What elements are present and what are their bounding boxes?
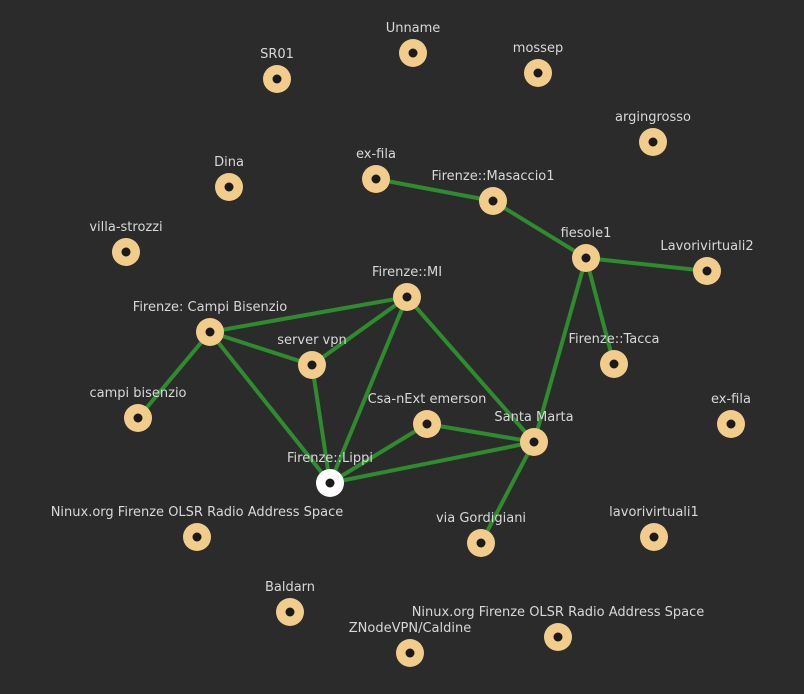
node-label: Ninux.org Firenze OLSR Radio Address Spa…: [412, 605, 705, 620]
node-center-dot: [272, 74, 282, 84]
node-center-dot: [402, 292, 412, 302]
node-label: Firenze: Campi Bisenzio: [133, 300, 287, 315]
node-znodevpn-caldine[interactable]: ZNodeVPN/Caldine: [349, 621, 471, 667]
node-villa-strozzi[interactable]: villa-strozzi: [89, 220, 163, 266]
node-label: Dina: [214, 155, 244, 170]
node-mossep[interactable]: mossep: [513, 41, 563, 87]
node-lippi[interactable]: Firenze::Lippi: [287, 451, 373, 497]
node-center-dot: [405, 648, 415, 658]
edge-fiesole1-santa-marta: [532, 256, 588, 444]
edge-csa-next-emerson-lippi: [328, 422, 429, 485]
node-unname[interactable]: Unname: [386, 21, 441, 67]
node-ex-fila-right[interactable]: ex-fila: [711, 392, 751, 438]
node-firenze-mi[interactable]: Firenze::MI: [372, 265, 442, 311]
node-center-dot: [192, 532, 202, 542]
node-center-dot: [307, 360, 317, 370]
node-argingrosso[interactable]: argingrosso: [615, 110, 691, 156]
node-label: villa-strozzi: [89, 220, 162, 235]
node-center-dot: [529, 437, 539, 447]
node-ninux-left[interactable]: Ninux.org Firenze OLSR Radio Address Spa…: [51, 505, 344, 551]
node-label: Baldarn: [265, 580, 315, 595]
node-label: Lavorivirtuali2: [660, 239, 753, 254]
node-label: Firenze::Masaccio1: [431, 169, 554, 184]
edge-fiesole1-tacca: [584, 256, 616, 366]
node-center-dot: [224, 182, 234, 192]
node-label: via Gordigiani: [436, 511, 526, 526]
node-campi-bisenzio[interactable]: campi bisenzio: [89, 386, 187, 432]
edge-server-vpn-lippi: [310, 363, 332, 485]
edge-firenze-mi-lippi: [328, 295, 409, 485]
node-center-dot: [649, 532, 659, 542]
node-dina[interactable]: Dina: [214, 155, 244, 201]
node-label: lavorivirtuali1: [609, 505, 699, 520]
node-lavorivirtuali1[interactable]: lavorivirtuali1: [609, 505, 699, 551]
node-masaccio1[interactable]: Firenze::Masaccio1: [431, 169, 555, 215]
node-sr01[interactable]: SR01: [260, 47, 294, 93]
node-label: ZNodeVPN/Caldine: [349, 621, 471, 636]
node-center-dot: [702, 266, 712, 276]
node-label: Csa-nExt emerson: [368, 392, 487, 407]
node-center-dot: [609, 359, 619, 369]
node-campi-bisenzio-firenze[interactable]: Firenze: Campi Bisenzio: [133, 300, 287, 346]
node-label: mossep: [513, 41, 563, 56]
node-center-dot: [325, 478, 335, 488]
node-center-dot: [726, 419, 736, 429]
node-label: Santa Marta: [494, 410, 573, 425]
edge-ex-fila-top-masaccio1: [374, 177, 495, 203]
edge-fiesole1-lavorivirtuali2: [584, 256, 709, 273]
node-label: campi bisenzio: [89, 386, 186, 401]
node-center-dot: [121, 247, 131, 257]
node-label: Firenze::MI: [372, 265, 442, 280]
node-tacca[interactable]: Firenze::Tacca: [568, 332, 660, 378]
edge-firenze-mi-server-vpn: [310, 295, 409, 367]
node-lavorivirtuali2[interactable]: Lavorivirtuali2: [660, 239, 754, 285]
node-label: fiesole1: [561, 226, 612, 241]
node-baldarn[interactable]: Baldarn: [265, 580, 315, 626]
node-label: ex-fila: [356, 147, 396, 162]
edge-campi-bisenzio-firenze-lippi: [208, 330, 332, 485]
node-center-dot: [371, 174, 381, 184]
node-via-gordigiani[interactable]: via Gordigiani: [436, 511, 526, 557]
edge-campi-bisenzio-firenze-campi-bisenzio: [136, 330, 212, 420]
node-center-dot: [285, 607, 295, 617]
node-center-dot: [422, 419, 432, 429]
node-ninux-right[interactable]: Ninux.org Firenze OLSR Radio Address Spa…: [412, 605, 705, 651]
edge-masaccio1-fiesole1: [491, 199, 588, 260]
node-label: Firenze::Lippi: [287, 451, 373, 466]
node-layer: SR01UnnamemossepargingrossoDinaex-filaFi…: [51, 21, 754, 667]
edge-csa-next-emerson-santa-marta: [425, 422, 536, 444]
node-label: Firenze::Tacca: [568, 332, 659, 347]
node-csa-next-emerson[interactable]: Csa-nExt emerson: [368, 392, 487, 438]
node-center-dot: [553, 632, 563, 642]
node-ex-fila-top[interactable]: ex-fila: [356, 147, 396, 193]
edge-firenze-mi-campi-bisenzio-firenze: [208, 295, 409, 334]
node-fiesole1[interactable]: fiesole1: [561, 226, 612, 272]
edge-campi-bisenzio-firenze-server-vpn: [208, 330, 314, 367]
node-center-dot: [488, 196, 498, 206]
edge-santa-marta-via-gordigiani: [479, 440, 536, 545]
node-server-vpn[interactable]: server vpn: [277, 333, 347, 379]
node-label: ex-fila: [711, 392, 751, 407]
node-label: server vpn: [277, 333, 346, 348]
edge-firenze-mi-santa-marta: [405, 295, 536, 444]
node-center-dot: [408, 48, 418, 58]
node-label: argingrosso: [615, 110, 691, 125]
node-label: SR01: [260, 47, 294, 62]
node-center-dot: [648, 137, 658, 147]
node-label: Ninux.org Firenze OLSR Radio Address Spa…: [51, 505, 344, 520]
node-center-dot: [476, 538, 486, 548]
node-center-dot: [581, 253, 591, 263]
node-center-dot: [533, 68, 543, 78]
node-center-dot: [133, 413, 143, 423]
node-center-dot: [205, 327, 215, 337]
node-label: Unname: [386, 21, 441, 36]
edge-santa-marta-lippi: [328, 440, 536, 485]
edge-layer: [136, 177, 709, 545]
node-santa-marta[interactable]: Santa Marta: [494, 410, 574, 456]
